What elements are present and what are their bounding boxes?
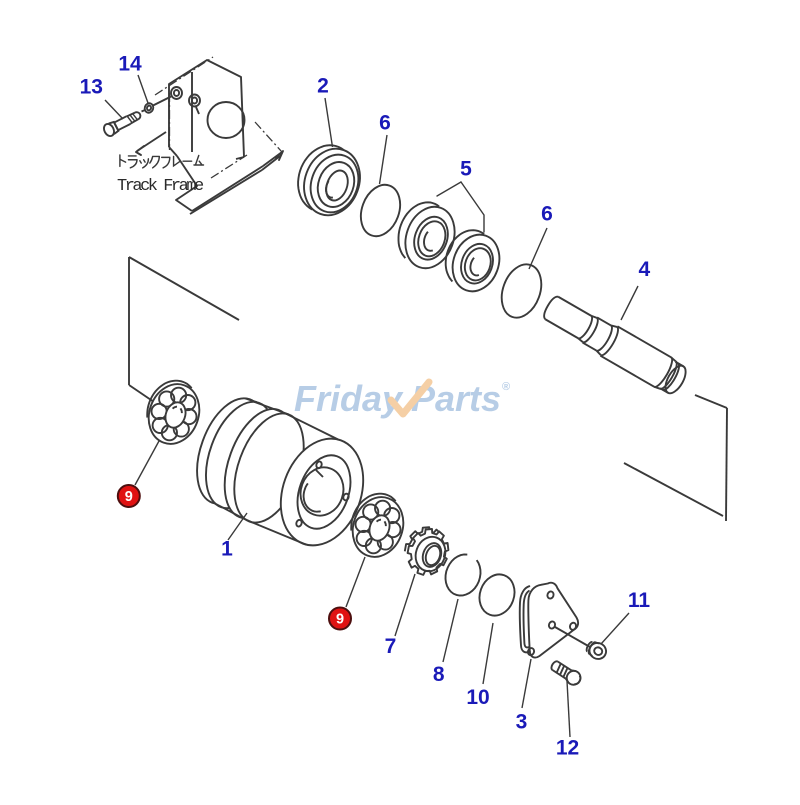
svg-text:5: 5 bbox=[460, 158, 472, 181]
svg-text:13: 13 bbox=[80, 75, 103, 98]
svg-text:®: ® bbox=[502, 381, 510, 393]
svg-text:3: 3 bbox=[516, 711, 528, 734]
svg-text:7: 7 bbox=[385, 635, 397, 658]
svg-text:Friday: Friday bbox=[294, 378, 404, 419]
svg-text:14: 14 bbox=[118, 52, 142, 75]
svg-text:11: 11 bbox=[628, 589, 651, 612]
svg-text:6: 6 bbox=[541, 203, 553, 226]
svg-text:12: 12 bbox=[556, 737, 579, 760]
svg-text:8: 8 bbox=[433, 663, 445, 686]
svg-text:2: 2 bbox=[317, 75, 329, 98]
svg-text:10: 10 bbox=[466, 686, 489, 709]
svg-text:9: 9 bbox=[125, 489, 133, 505]
svg-text:1: 1 bbox=[221, 538, 233, 561]
svg-text:4: 4 bbox=[638, 258, 650, 281]
svg-text:6: 6 bbox=[379, 112, 391, 135]
svg-text:Track Frame: Track Frame bbox=[117, 177, 204, 196]
svg-text:9: 9 bbox=[336, 612, 344, 628]
